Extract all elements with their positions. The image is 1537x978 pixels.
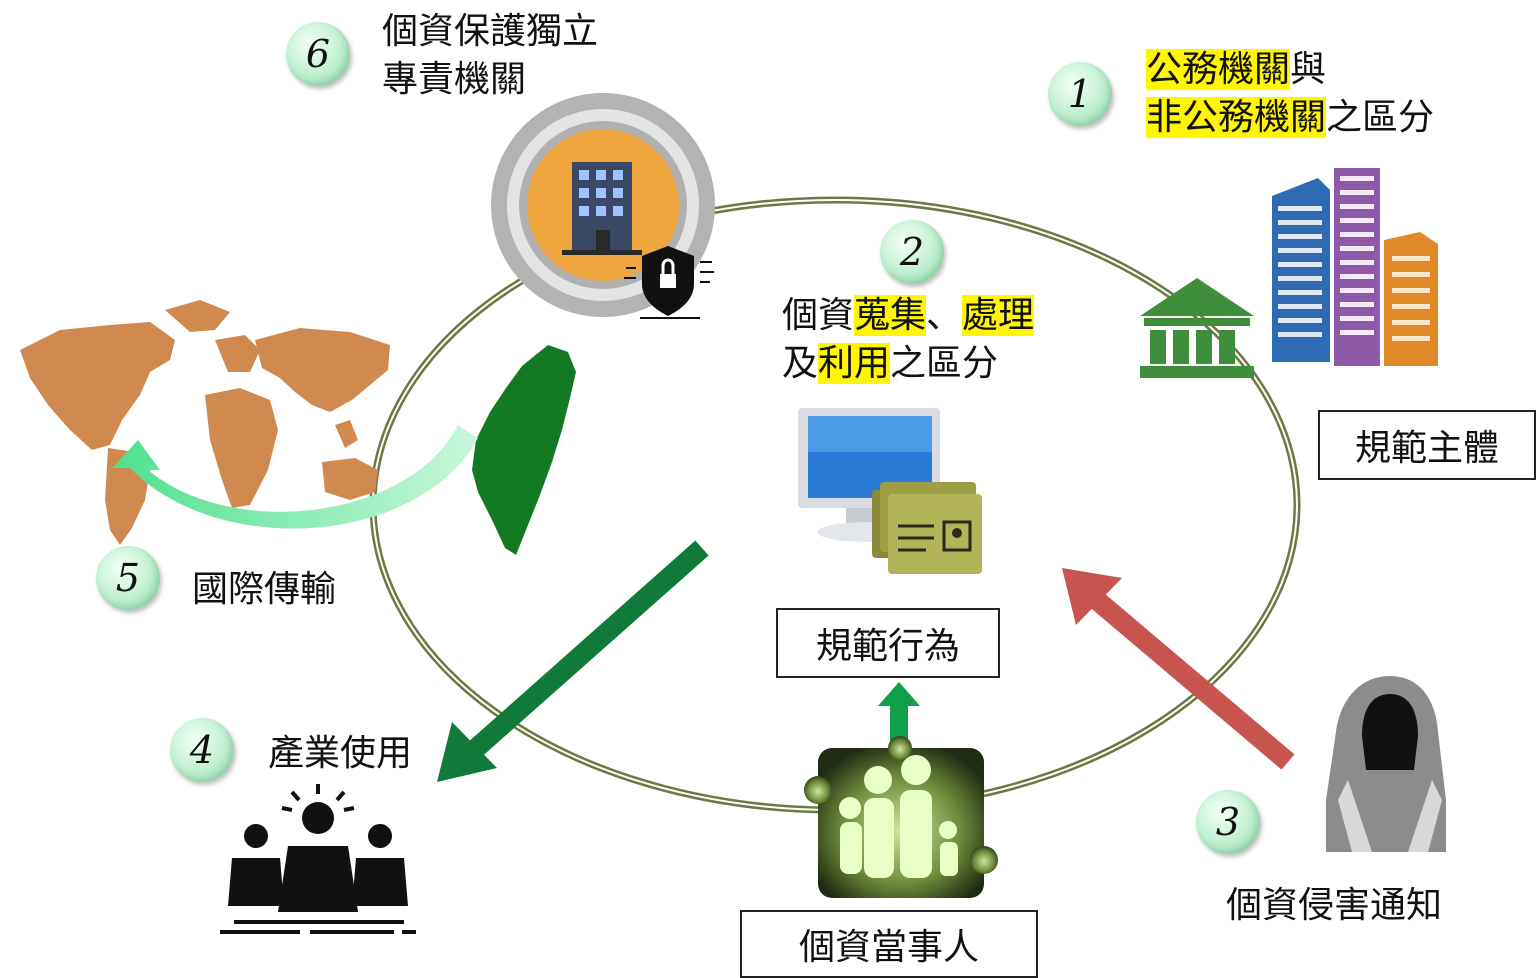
world-map-icon bbox=[20, 300, 390, 545]
item1-highlight-nonpublic: 非公務機關 bbox=[1146, 97, 1327, 138]
item2-highlight-process: 處理 bbox=[962, 295, 1035, 336]
item6-line2: 專責機關 bbox=[382, 59, 527, 100]
number-badge-2: 2 bbox=[880, 220, 944, 284]
family-puzzle-icon bbox=[804, 736, 998, 898]
number-badge-5: 5 bbox=[96, 546, 160, 610]
data-subject-box: 個資當事人 bbox=[740, 910, 1038, 978]
computer-folder-icon bbox=[798, 408, 982, 574]
item2-line2-b: 之區分 bbox=[890, 343, 999, 384]
number-badge-3: 3 bbox=[1196, 790, 1260, 854]
item4-label: 產業使用 bbox=[268, 733, 413, 774]
government-building-icon bbox=[1140, 278, 1254, 378]
item2-line1-b: 、 bbox=[926, 295, 963, 336]
item2-highlight-collect: 蒐集 bbox=[854, 295, 927, 336]
item2-label: 個資蒐集、處理 及利用之區分 bbox=[782, 292, 1035, 388]
item1-highlight-public: 公務機關 bbox=[1146, 49, 1291, 90]
item2-line1: 個資蒐集、處理 bbox=[782, 292, 1035, 340]
item2-highlight-use: 利用 bbox=[818, 343, 891, 384]
item1-line1-rest: 與 bbox=[1290, 49, 1327, 90]
item1-line1: 公務機關與 bbox=[1146, 46, 1434, 94]
international-transfer-arrow bbox=[112, 425, 478, 529]
hacker-icon bbox=[1326, 676, 1446, 852]
item1-line2: 非公務機關之區分 bbox=[1146, 94, 1434, 142]
secure-building-icon bbox=[491, 93, 715, 319]
item2-line2: 及利用之區分 bbox=[782, 340, 1034, 388]
number-badge-6: 6 bbox=[286, 22, 350, 86]
industry-use-arrow bbox=[437, 540, 709, 782]
number-badge-1: 1 bbox=[1048, 62, 1112, 126]
business-people-icon bbox=[220, 784, 416, 934]
skyscrapers-icon bbox=[1272, 168, 1438, 366]
item6-line1: 個資保護獨立 bbox=[382, 11, 599, 52]
data-subject-up-arrow bbox=[878, 682, 920, 742]
taiwan-map-icon bbox=[472, 345, 576, 555]
item2-line2-a: 及 bbox=[782, 343, 819, 384]
regulated-subject-box: 規範主體 bbox=[1318, 410, 1536, 480]
item6-label: 個資保護獨立 專責機關 bbox=[382, 8, 598, 104]
item5-label: 國際傳輸 bbox=[192, 569, 337, 610]
item3-label: 個資侵害通知 bbox=[1226, 885, 1443, 926]
item2-line1-a: 個資 bbox=[782, 295, 855, 336]
number-badge-4: 4 bbox=[170, 718, 234, 782]
breach-notification-arrow bbox=[1062, 568, 1295, 770]
item1-line2-rest: 之區分 bbox=[1326, 97, 1435, 138]
regulated-behavior-box: 規範行為 bbox=[776, 608, 1000, 678]
item1-label: 公務機關與 非公務機關之區分 bbox=[1146, 46, 1434, 142]
